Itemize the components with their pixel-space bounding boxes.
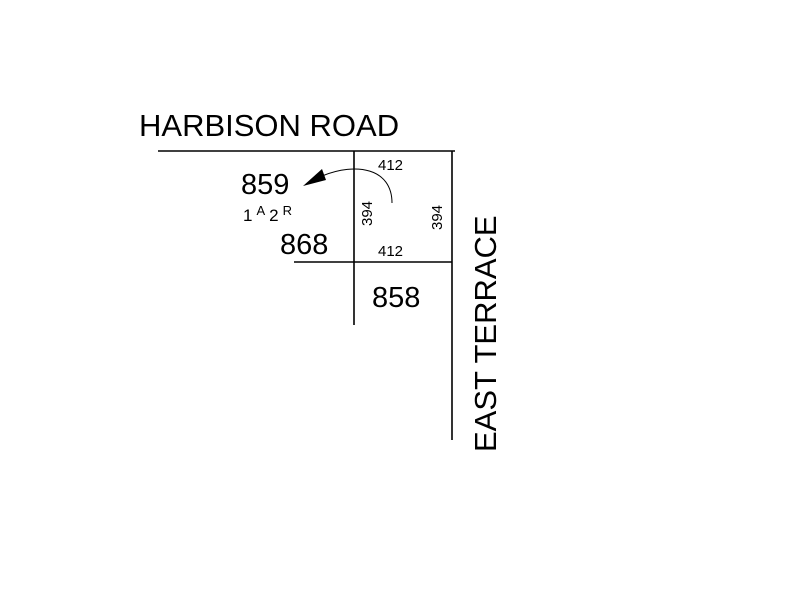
dimension-left: 394	[359, 201, 376, 226]
harbison-road-label: HARBISON ROAD	[139, 108, 399, 143]
dimension-middle: 412	[378, 243, 403, 260]
arrow-head-icon	[303, 169, 326, 186]
area-part-2: A	[256, 203, 265, 218]
east-terrace-label: EAST TERRACE	[468, 215, 503, 452]
area-part-1: 1	[243, 206, 252, 225]
area-part-4: R	[283, 203, 292, 218]
lot-859-area: 1 A 2 R	[243, 202, 292, 225]
lot-858-number: 858	[372, 282, 420, 314]
area-part-3: 2	[269, 206, 278, 225]
dimension-right: 394	[429, 205, 446, 230]
dimension-top: 412	[378, 157, 403, 174]
lot-859-arrow	[321, 168, 393, 204]
lot-868-number: 868	[280, 229, 328, 261]
lot-859-number: 859	[241, 169, 289, 201]
